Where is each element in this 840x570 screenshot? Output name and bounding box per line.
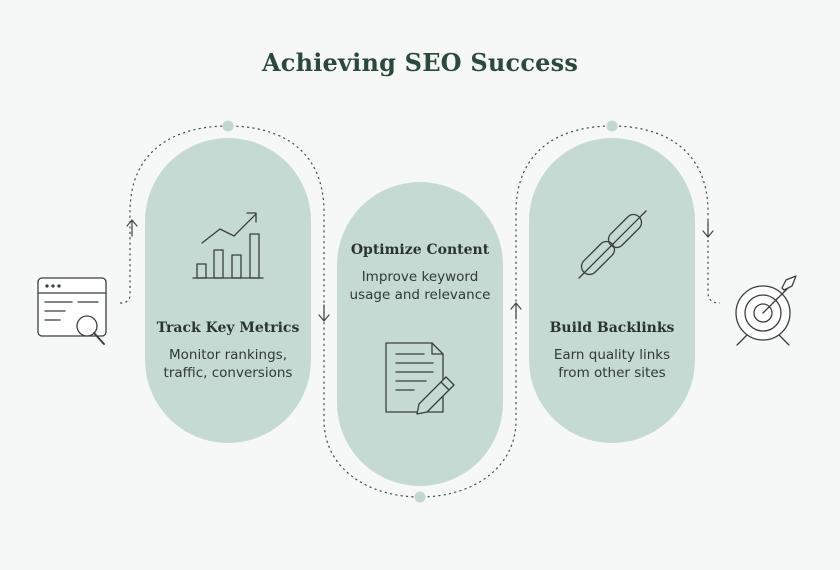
step-title: Track Key Metrics	[156, 320, 300, 336]
step-description-line: traffic, conversions	[163, 365, 293, 381]
step-description: Improve keyword usage and relevance	[337, 268, 503, 304]
step-build-backlinks: Build Backlinks Earn quality links from …	[529, 320, 695, 382]
step-pill-optimize-content	[337, 182, 503, 486]
connector-dot	[606, 120, 618, 132]
document-pencil-icon	[385, 342, 455, 415]
target-arrow-icon	[735, 275, 797, 346]
connector-dot	[414, 491, 426, 503]
step-description-line: Earn quality links	[553, 347, 671, 363]
arrow-down-icon	[318, 304, 330, 322]
step-description: Earn quality links from other sites	[529, 346, 695, 382]
step-title: Optimize Content	[350, 242, 490, 258]
step-track-metrics: Track Key Metrics Monitor rankings, traf…	[145, 320, 311, 382]
arrow-down-icon	[702, 220, 714, 238]
step-description-line: from other sites	[558, 365, 666, 381]
step-title: Build Backlinks	[549, 320, 675, 336]
step-pill-build-backlinks	[529, 138, 695, 443]
connector-dot	[222, 120, 234, 132]
step-description-line: Monitor rankings,	[168, 347, 287, 363]
arrow-up-icon	[510, 302, 522, 320]
step-description-line: usage and relevance	[349, 287, 491, 303]
bar-chart-icon	[192, 212, 264, 279]
step-description: Monitor rankings, traffic, conversions	[145, 346, 311, 382]
step-pill-track-metrics	[145, 138, 311, 443]
browser-search-icon	[37, 277, 107, 345]
step-description-line: Improve keyword	[361, 269, 479, 285]
diagram-title: Achieving SEO Success	[261, 48, 579, 77]
chain-link-icon	[578, 210, 647, 279]
step-optimize-content: Optimize Content Improve keyword usage a…	[337, 242, 503, 304]
arrow-up-icon	[126, 219, 138, 237]
